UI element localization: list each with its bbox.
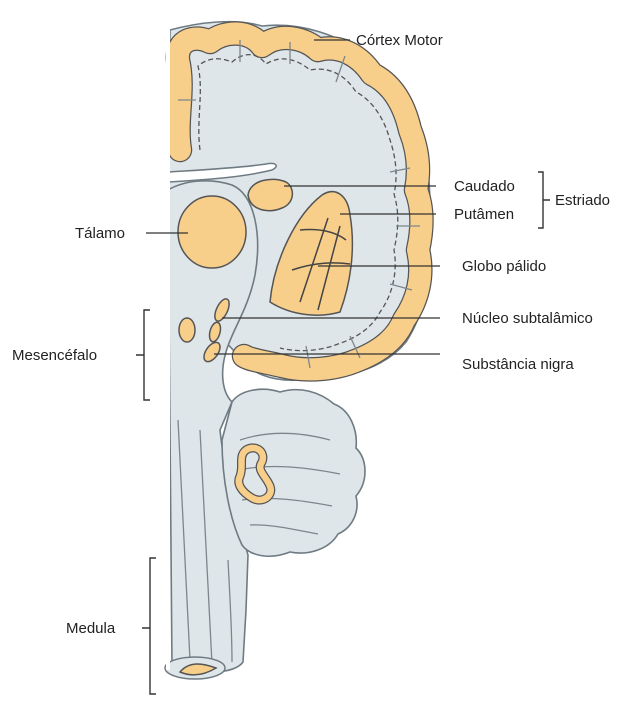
label-cortex-motor: Córtex Motor (356, 32, 443, 49)
label-substancia-nigra: Substância nigra (462, 356, 574, 373)
red-nucleus (179, 318, 195, 342)
label-globo-palido: Globo pálido (462, 258, 546, 275)
bracket-medula (142, 558, 156, 694)
brain-section (165, 22, 430, 679)
label-putamen: Putâmen (454, 206, 514, 223)
label-talamo: Tálamo (75, 225, 125, 242)
bracket-mesencefalo (136, 310, 150, 400)
label-estriado: Estriado (555, 192, 610, 209)
caudate-nucleus (248, 179, 292, 210)
label-caudado: Caudado (454, 178, 515, 195)
label-nucleo-subtalamico: Núcleo subtalâmico (462, 310, 593, 327)
label-mesencefalo: Mesencéfalo (12, 347, 97, 364)
label-medula: Medula (66, 620, 116, 637)
thalamus (178, 196, 246, 268)
bracket-estriado (538, 172, 550, 228)
